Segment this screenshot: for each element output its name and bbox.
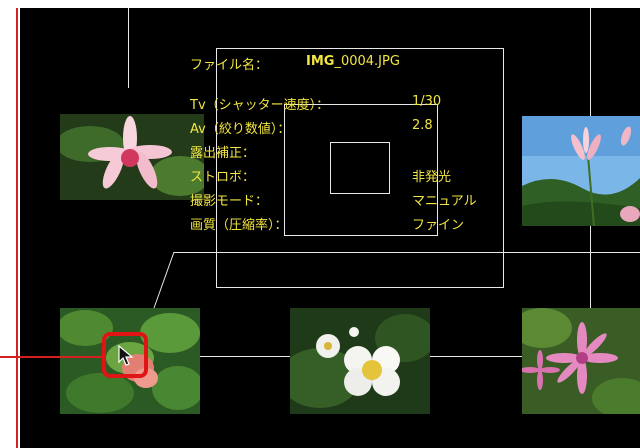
filename-row: ファイル名： bbox=[190, 54, 268, 73]
av-value: 2.8 bbox=[412, 118, 433, 133]
flash-value: 非発光 bbox=[412, 170, 452, 185]
image-quality-label: 画質（圧縮率）： bbox=[190, 218, 288, 233]
pink-lily-photo[interactable] bbox=[60, 114, 204, 200]
callout-edge-line bbox=[16, 8, 18, 448]
filename-value: IMG_0004.JPG bbox=[306, 54, 400, 69]
white-flower-photo[interactable] bbox=[290, 308, 430, 414]
shooting-mode-label: 撮影モード： bbox=[190, 194, 269, 209]
outer-frame bbox=[216, 48, 504, 288]
filename-value-rest: _0004.JPG bbox=[334, 54, 400, 69]
shooting-mode-value: マニュアル bbox=[412, 194, 477, 209]
middle-frame bbox=[284, 104, 438, 236]
filename-label: ファイル名： bbox=[190, 58, 269, 73]
lily-against-sky-photo[interactable] bbox=[522, 116, 640, 226]
guide-line bbox=[430, 356, 522, 357]
guide-line bbox=[128, 8, 129, 88]
filename-value-prefix: IMG bbox=[306, 54, 335, 69]
arrow-cursor-icon bbox=[118, 345, 134, 366]
focus-point-highlight bbox=[102, 332, 148, 378]
exposure-comp-label: 露出補正： bbox=[190, 146, 256, 161]
tv-value: 1/30 bbox=[412, 94, 442, 109]
image-browser-stage: ファイル名： IMG_0004.JPG Tv（シャッター速度）： 1/30 Av… bbox=[20, 8, 640, 448]
guide-line bbox=[200, 356, 290, 357]
connector-line bbox=[153, 252, 175, 309]
av-label: Av（絞り数値）： bbox=[190, 122, 291, 137]
guide-line bbox=[174, 252, 640, 253]
focus-point-frame bbox=[330, 142, 390, 194]
flash-label: ストロボ： bbox=[190, 170, 256, 185]
callout-line bbox=[0, 356, 102, 358]
tv-label: Tv（シャッター速度）： bbox=[190, 98, 330, 113]
pink-star-flower-photo[interactable] bbox=[522, 308, 640, 414]
image-quality-value: ファイン bbox=[412, 218, 465, 233]
